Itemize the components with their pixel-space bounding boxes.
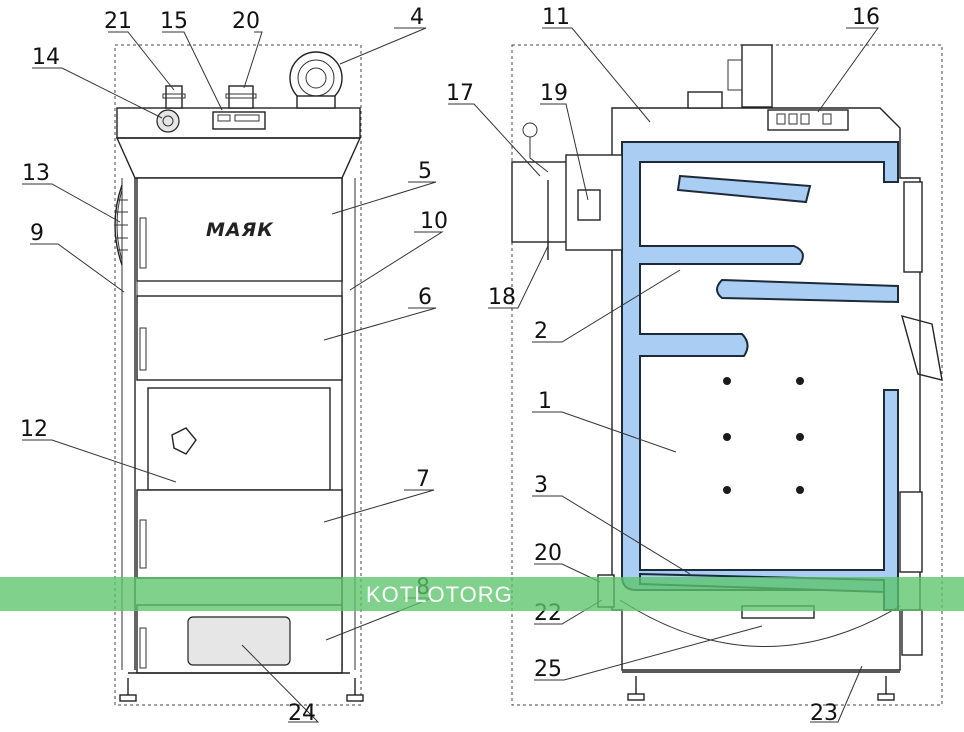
controller-display-2	[234, 114, 260, 122]
side-door-lower	[899, 491, 923, 573]
loading-door	[136, 177, 343, 282]
front-feet-stems	[127, 678, 356, 698]
damper-lever	[529, 137, 549, 173]
pipe-20	[228, 85, 254, 109]
side-door-open	[901, 315, 943, 381]
callout-20: 20	[232, 9, 260, 34]
callout-11: 11	[542, 5, 570, 30]
callout-18: 18	[488, 285, 516, 310]
callout-5: 5	[418, 159, 432, 184]
middle-baffle	[716, 278, 899, 304]
section-view-outline	[511, 44, 943, 706]
front-hopper	[115, 137, 362, 179]
side-ash-door	[901, 609, 923, 656]
callout-2: 2	[534, 319, 548, 344]
callout-9: 9	[30, 221, 44, 246]
door-hinge-5	[139, 217, 147, 269]
callout-21: 21	[104, 9, 132, 34]
side-fan	[114, 184, 128, 266]
thermometer-dial	[156, 109, 180, 133]
controller-display	[217, 114, 231, 122]
callout-labels: 14 21 15 20 4 13 9 12 5 10 6 7 8 24 11 1…	[20, 5, 880, 726]
callout-14: 14	[32, 45, 60, 70]
pipe-21	[165, 85, 183, 109]
callout-10: 10	[420, 209, 448, 234]
panel-emblem	[171, 427, 197, 455]
watermark: KOTLOTORG	[0, 577, 964, 611]
upper-baffle	[676, 174, 812, 204]
top-fan-housing	[741, 44, 773, 108]
pipe-20-flange	[225, 93, 257, 99]
front-view-outline	[114, 44, 362, 706]
inspection-window	[187, 616, 291, 666]
nozzle-dot	[796, 486, 804, 494]
front-foot-left	[119, 694, 137, 702]
middle-door	[136, 295, 343, 381]
callout-25: 25	[534, 657, 562, 682]
water-jacket	[621, 141, 899, 611]
door-hinge-7	[139, 519, 147, 569]
callout-3: 3	[534, 473, 548, 498]
callout-16: 16	[852, 5, 880, 30]
callout-15: 15	[160, 9, 188, 34]
ctrl-btn-3	[800, 113, 810, 125]
nozzle-dot	[723, 377, 731, 385]
lower-door	[136, 489, 343, 579]
air-inlet-17	[511, 161, 569, 243]
watermark-text: KOTLOTORG	[366, 582, 513, 607]
brand-label: МАЯК	[206, 219, 274, 241]
ash-pan-arc	[619, 599, 901, 647]
front-foot-right	[346, 694, 364, 702]
ctrl-btn-1	[776, 113, 786, 125]
section-foot-right	[877, 693, 895, 701]
ctrl-btn-2	[788, 113, 798, 125]
callout-19: 19	[540, 81, 568, 106]
damper-knob	[522, 122, 538, 138]
callout-24: 24	[288, 701, 316, 726]
thermometer-inner	[162, 115, 174, 127]
callout-12: 12	[20, 417, 48, 442]
door-hinge-6	[139, 327, 147, 371]
nozzle-dot	[723, 486, 731, 494]
leader-lines	[22, 27, 879, 723]
front-view: МАЯК	[114, 44, 364, 706]
callout-6: 6	[418, 285, 432, 310]
door-gap-strip	[136, 280, 343, 297]
top-pipes	[687, 91, 723, 109]
section-view	[511, 44, 943, 706]
callout-7: 7	[416, 467, 430, 492]
nozzle-dot	[796, 433, 804, 441]
pipe-21-flange	[162, 93, 186, 99]
sensor-19	[577, 189, 601, 221]
section-feet-stems	[635, 676, 887, 696]
nozzle-dot	[723, 433, 731, 441]
callout-20-section: 20	[534, 541, 562, 566]
side-door-top	[903, 181, 923, 273]
front-panel-12	[147, 387, 331, 491]
top-fan-motor	[727, 59, 743, 91]
callout-17: 17	[446, 81, 474, 106]
callout-1: 1	[538, 389, 552, 414]
callout-13: 13	[22, 161, 50, 186]
controller-16	[767, 109, 849, 131]
section-foot-left	[627, 693, 645, 701]
ctrl-btn-4	[822, 113, 832, 125]
nozzle-dot	[796, 377, 804, 385]
door-hinge-8	[139, 627, 147, 669]
watermark-band	[0, 577, 964, 611]
callout-23: 23	[810, 701, 838, 726]
fan-unit	[289, 51, 343, 109]
callout-4: 4	[410, 5, 424, 30]
